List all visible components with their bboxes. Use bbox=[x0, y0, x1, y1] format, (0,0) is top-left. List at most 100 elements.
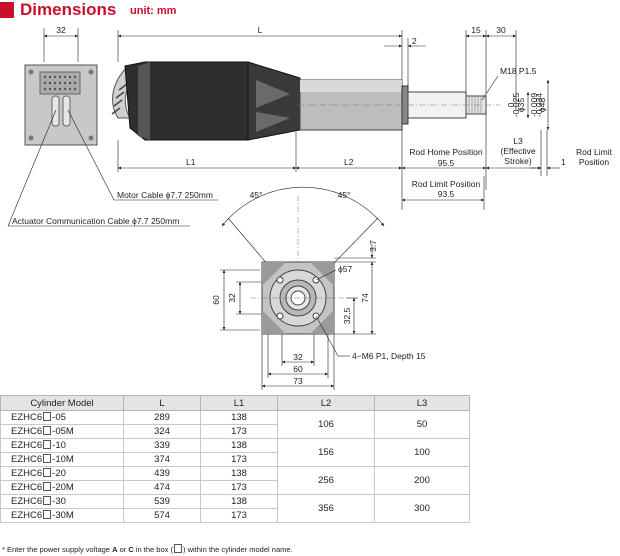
dim-L2: L2 bbox=[344, 157, 354, 167]
cell-L1: 138 bbox=[200, 410, 278, 425]
table-row: EZHC6-10 339 138 156 100 bbox=[0, 438, 470, 467]
cell-L1: 173 bbox=[200, 508, 278, 523]
table-row: EZHC6-30M 574 173 bbox=[0, 508, 470, 523]
rod-limit-right-1: Rod Limit bbox=[576, 147, 613, 157]
dim-32-vertical: 32 bbox=[227, 293, 237, 303]
l3-sub1: (Effective bbox=[500, 146, 536, 156]
cell-L: 439 bbox=[123, 466, 201, 481]
dia-35-tol: 0 bbox=[506, 102, 516, 107]
header-cylinder-model: Cylinder Model bbox=[0, 395, 124, 411]
voltage-box bbox=[43, 440, 52, 449]
motor-cable-label: Motor Cable ϕ7.7 250mm bbox=[117, 190, 213, 200]
cell-L: 474 bbox=[123, 480, 201, 495]
model-cell: EZHC6-10M bbox=[0, 452, 124, 467]
model-cell: EZHC6-20M bbox=[0, 480, 124, 495]
rod-home-label: Rod Home Position bbox=[409, 147, 483, 157]
angle-left: 45° bbox=[250, 190, 263, 200]
cell-L: 574 bbox=[123, 508, 201, 523]
dim-32-top: 32 bbox=[56, 25, 66, 35]
section-title: Dimensions bbox=[20, 0, 117, 19]
voltage-box-example bbox=[173, 544, 182, 553]
model-cell: EZHC6-20 bbox=[0, 466, 124, 481]
footnote: * Enter the power supply voltage A or C … bbox=[2, 544, 293, 554]
table-row: EZHC6-30 539 138 356 300 bbox=[0, 494, 470, 523]
header-accent-bar bbox=[0, 2, 14, 18]
cell-L3: 200 bbox=[374, 466, 470, 495]
cell-L1: 173 bbox=[200, 424, 278, 439]
voltage-box bbox=[43, 468, 52, 477]
cell-L3: 300 bbox=[374, 494, 470, 523]
cell-L: 324 bbox=[123, 424, 201, 439]
cell-L: 374 bbox=[123, 452, 201, 467]
unit-label: unit: mm bbox=[130, 5, 177, 17]
dim-60-horizontal: 60 bbox=[293, 364, 303, 374]
header-L1: L1 bbox=[200, 395, 278, 411]
dimension-drawing: 32 L 2 bbox=[7, 25, 613, 390]
voltage-box bbox=[43, 510, 52, 519]
cylinder-dimension-table: Cylinder Model L L1 L2 L3 EZHC6-05 289 1… bbox=[0, 395, 470, 523]
header-L2: L2 bbox=[277, 395, 375, 411]
cell-L1: 138 bbox=[200, 466, 278, 481]
model-cell: EZHC6-05M bbox=[0, 424, 124, 439]
voltage-box bbox=[43, 412, 52, 421]
cell-L: 339 bbox=[123, 438, 201, 453]
dim-3-7: 3.7 bbox=[368, 240, 378, 252]
cell-L3: 100 bbox=[374, 438, 470, 467]
table-row: EZHC6-10M 374 173 bbox=[0, 452, 470, 467]
cell-L1: 138 bbox=[200, 438, 278, 453]
dia-48-tol2: -0.034 bbox=[534, 93, 544, 117]
dia-35: ϕ35 bbox=[516, 98, 526, 112]
model-cell: EZHC6-30 bbox=[0, 494, 124, 509]
dia-48: ϕ48 bbox=[537, 98, 547, 112]
rod-limit-value: 93.5 bbox=[438, 189, 455, 199]
thread-label: M18 P1.5 bbox=[500, 66, 537, 76]
voltage-box bbox=[43, 454, 52, 463]
rod-home-value: 95.5 bbox=[438, 158, 455, 168]
voltage-box bbox=[43, 426, 52, 435]
dim-2: 2 bbox=[412, 36, 417, 46]
dim-74: 74 bbox=[360, 293, 370, 303]
cell-L1: 173 bbox=[200, 480, 278, 495]
dim-L3: L3 bbox=[513, 136, 523, 146]
l3-sub2: Stroke) bbox=[504, 156, 532, 166]
voltage-box bbox=[43, 482, 52, 491]
dim-30: 30 bbox=[496, 25, 506, 35]
connector-end-view: 32 bbox=[24, 25, 98, 146]
dim-L1: L1 bbox=[186, 157, 196, 167]
cell-L1: 138 bbox=[200, 494, 278, 509]
model-cell: EZHC6-05 bbox=[0, 410, 124, 425]
table-header-row: Cylinder Model L L1 L2 L3 bbox=[0, 395, 470, 411]
cell-L1: 173 bbox=[200, 452, 278, 467]
cell-L2: 106 bbox=[277, 410, 375, 439]
table-row: EZHC6-05M 324 173 bbox=[0, 424, 470, 439]
dim-L-side: L bbox=[258, 25, 263, 35]
section-header: Dimensions unit: mm bbox=[0, 0, 620, 22]
cell-L3: 50 bbox=[374, 410, 470, 439]
cell-L: 539 bbox=[123, 494, 201, 509]
comm-cable-label: Actuator Communication Cable ϕ7.7 250mm bbox=[12, 216, 179, 226]
dim-15: 15 bbox=[471, 25, 481, 35]
cell-L2: 256 bbox=[277, 466, 375, 495]
cell-L: 289 bbox=[123, 410, 201, 425]
voltage-box bbox=[43, 496, 52, 505]
header-L3: L3 bbox=[374, 395, 470, 411]
angle-right: 45° bbox=[338, 190, 351, 200]
holes-label: 4−M6 P1, Depth 15 bbox=[352, 351, 426, 361]
dia-48-tol: -0.009 bbox=[529, 93, 539, 117]
table-row: EZHC6-05 289 138 106 50 bbox=[0, 410, 470, 439]
actuator-front-view: 45° 45° 3.7 ϕ57 60 32 bbox=[211, 186, 426, 390]
dim-73: 73 bbox=[293, 376, 303, 386]
dia-35-tol2: -0.025 bbox=[511, 93, 521, 117]
rod-limit-right-2: Position bbox=[579, 157, 610, 167]
dim-60-vertical: 60 bbox=[211, 295, 221, 305]
cell-L2: 156 bbox=[277, 438, 375, 467]
model-cell: EZHC6-30M bbox=[0, 508, 124, 523]
dim-1: 1 bbox=[561, 157, 566, 167]
cell-L2: 356 bbox=[277, 494, 375, 523]
actuator-side-view: L 2 15 30 M18 P1.5 ϕ35 0 -0.025 ϕ48 -0.0… bbox=[7, 25, 613, 227]
dim-32-5: 32.5 bbox=[342, 307, 352, 324]
model-cell: EZHC6-10 bbox=[0, 438, 124, 453]
table-row: EZHC6-20 439 138 256 200 bbox=[0, 466, 470, 495]
dia-57: ϕ57 bbox=[338, 264, 352, 274]
dim-32-horizontal: 32 bbox=[293, 352, 303, 362]
